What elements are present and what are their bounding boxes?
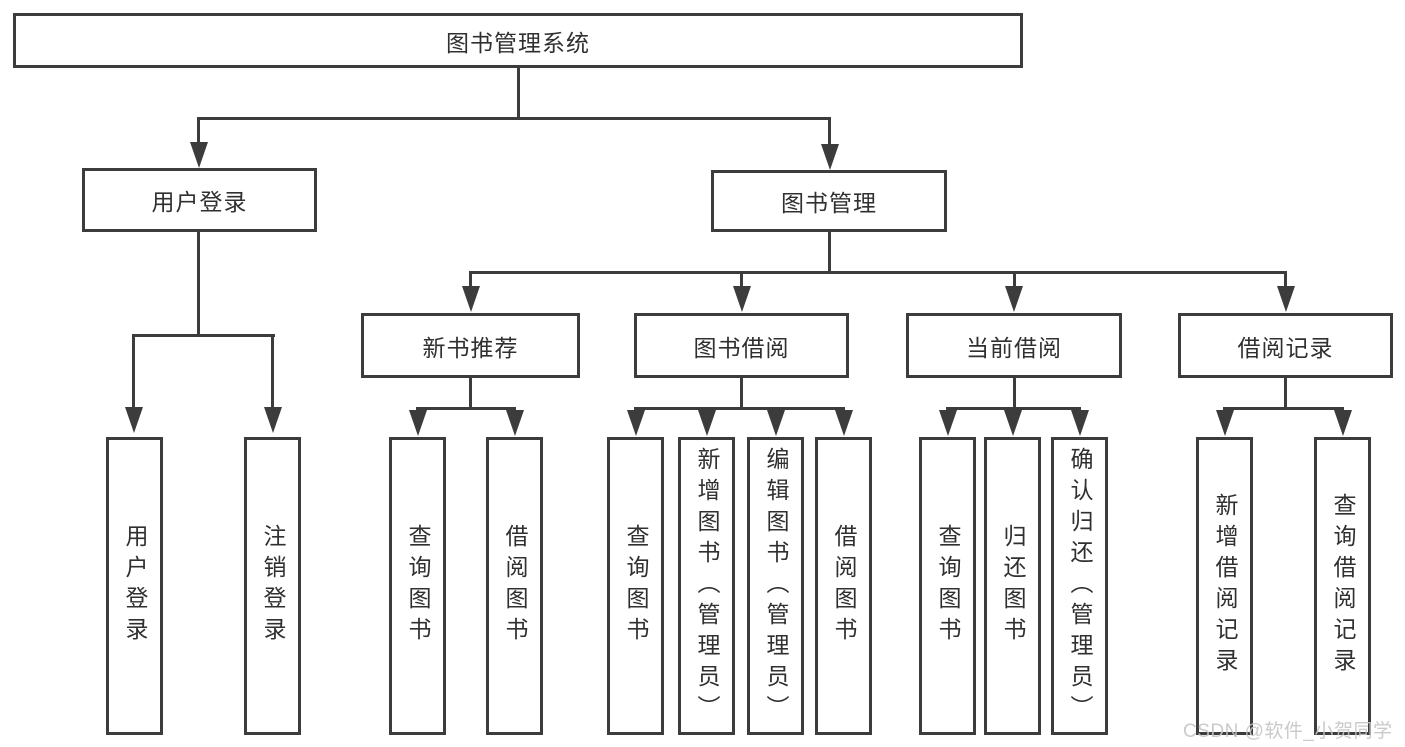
arrowhead-to-borrow-record	[1277, 286, 1295, 312]
leaf-query-book-current: 查询图书	[919, 437, 976, 735]
arrowhead-to-query-book-1	[409, 410, 427, 436]
arrowhead-to-query-record	[1334, 410, 1352, 436]
arrowhead-to-user-login	[190, 142, 208, 168]
edge-book-borrow-horizontal	[634, 407, 845, 410]
leaf-borrow-book: 借阅图书	[815, 437, 872, 735]
node-new-book-recommend: 新书推荐	[361, 313, 580, 378]
edge-new-book-horizontal	[416, 407, 516, 410]
leaf-query-borrow-record: 查询借阅记录	[1314, 437, 1371, 735]
edge-book-mgmt-horizontal	[469, 271, 1287, 274]
edge-book-borrow-vertical	[740, 377, 743, 409]
node-user-login: 用户登录	[82, 168, 317, 232]
arrowhead-to-query-book-2	[627, 410, 645, 436]
arrowhead-to-borrow-book-1	[506, 410, 524, 436]
edge-to-borrow-record	[1284, 271, 1287, 288]
node-current-borrowing: 当前借阅	[906, 313, 1122, 378]
edge-to-book-mgmt	[828, 117, 831, 146]
edge-to-login-leaf	[132, 334, 135, 409]
leaf-query-book-borrowing: 查询图书	[607, 437, 664, 735]
arrowhead-to-query-book-3	[939, 410, 957, 436]
arrowhead-to-return-book	[1004, 410, 1022, 436]
edge-new-book-vertical	[469, 377, 472, 409]
edge-root-horizontal	[197, 117, 831, 120]
leaf-borrow-book-recommend: 借阅图书	[486, 437, 543, 735]
edge-to-user-login	[197, 117, 200, 144]
arrowhead-to-add-book	[698, 410, 716, 436]
arrowhead-to-book-mgmt	[821, 144, 839, 170]
edge-borrow-record-vertical	[1284, 377, 1287, 409]
leaf-logout: 注销登录	[244, 437, 301, 735]
arrowhead-to-new-book	[462, 286, 480, 312]
arrowhead-to-current-borrow	[1005, 286, 1023, 312]
edge-root-vertical	[517, 68, 520, 119]
node-book-management: 图书管理	[711, 170, 947, 232]
leaf-return-book: 归还图书	[984, 437, 1041, 735]
arrowhead-to-book-borrow	[733, 286, 751, 312]
node-library-management-system: 图书管理系统	[13, 13, 1023, 68]
edge-book-mgmt-vertical	[828, 232, 831, 274]
arrowhead-to-confirm-return	[1071, 410, 1089, 436]
arrowhead-to-login-leaf	[125, 407, 143, 433]
edge-user-login-horizontal	[132, 334, 275, 337]
edge-current-borrow-horizontal	[946, 407, 1081, 410]
node-book-borrowing: 图书借阅	[634, 313, 849, 378]
arrowhead-to-add-record	[1216, 410, 1234, 436]
leaf-edit-book-admin: 编辑图书（管理员）	[747, 437, 804, 735]
csdn-watermark: CSDN @软件_小贺同学	[1183, 721, 1393, 742]
edge-to-new-book	[469, 271, 472, 288]
edge-current-borrow-vertical	[1013, 377, 1016, 409]
arrowhead-to-borrow-book-2	[835, 410, 853, 436]
edge-to-book-borrow	[740, 271, 743, 288]
node-borrowing-records: 借阅记录	[1178, 313, 1393, 378]
edge-to-current-borrow	[1013, 271, 1016, 288]
arrowhead-to-logout-leaf	[264, 407, 282, 433]
leaf-user-login: 用户登录	[106, 437, 163, 735]
arrowhead-to-edit-book	[767, 410, 785, 436]
leaf-confirm-return-admin: 确认归还（管理员）	[1051, 437, 1108, 735]
edge-user-login-vertical	[197, 232, 200, 336]
edge-to-logout-leaf	[271, 334, 274, 409]
edge-borrow-record-horizontal	[1223, 407, 1344, 410]
leaf-query-book-recommend: 查询图书	[389, 437, 446, 735]
leaf-add-book-admin: 新增图书（管理员）	[678, 437, 735, 735]
leaf-add-borrow-record: 新增借阅记录	[1196, 437, 1253, 735]
